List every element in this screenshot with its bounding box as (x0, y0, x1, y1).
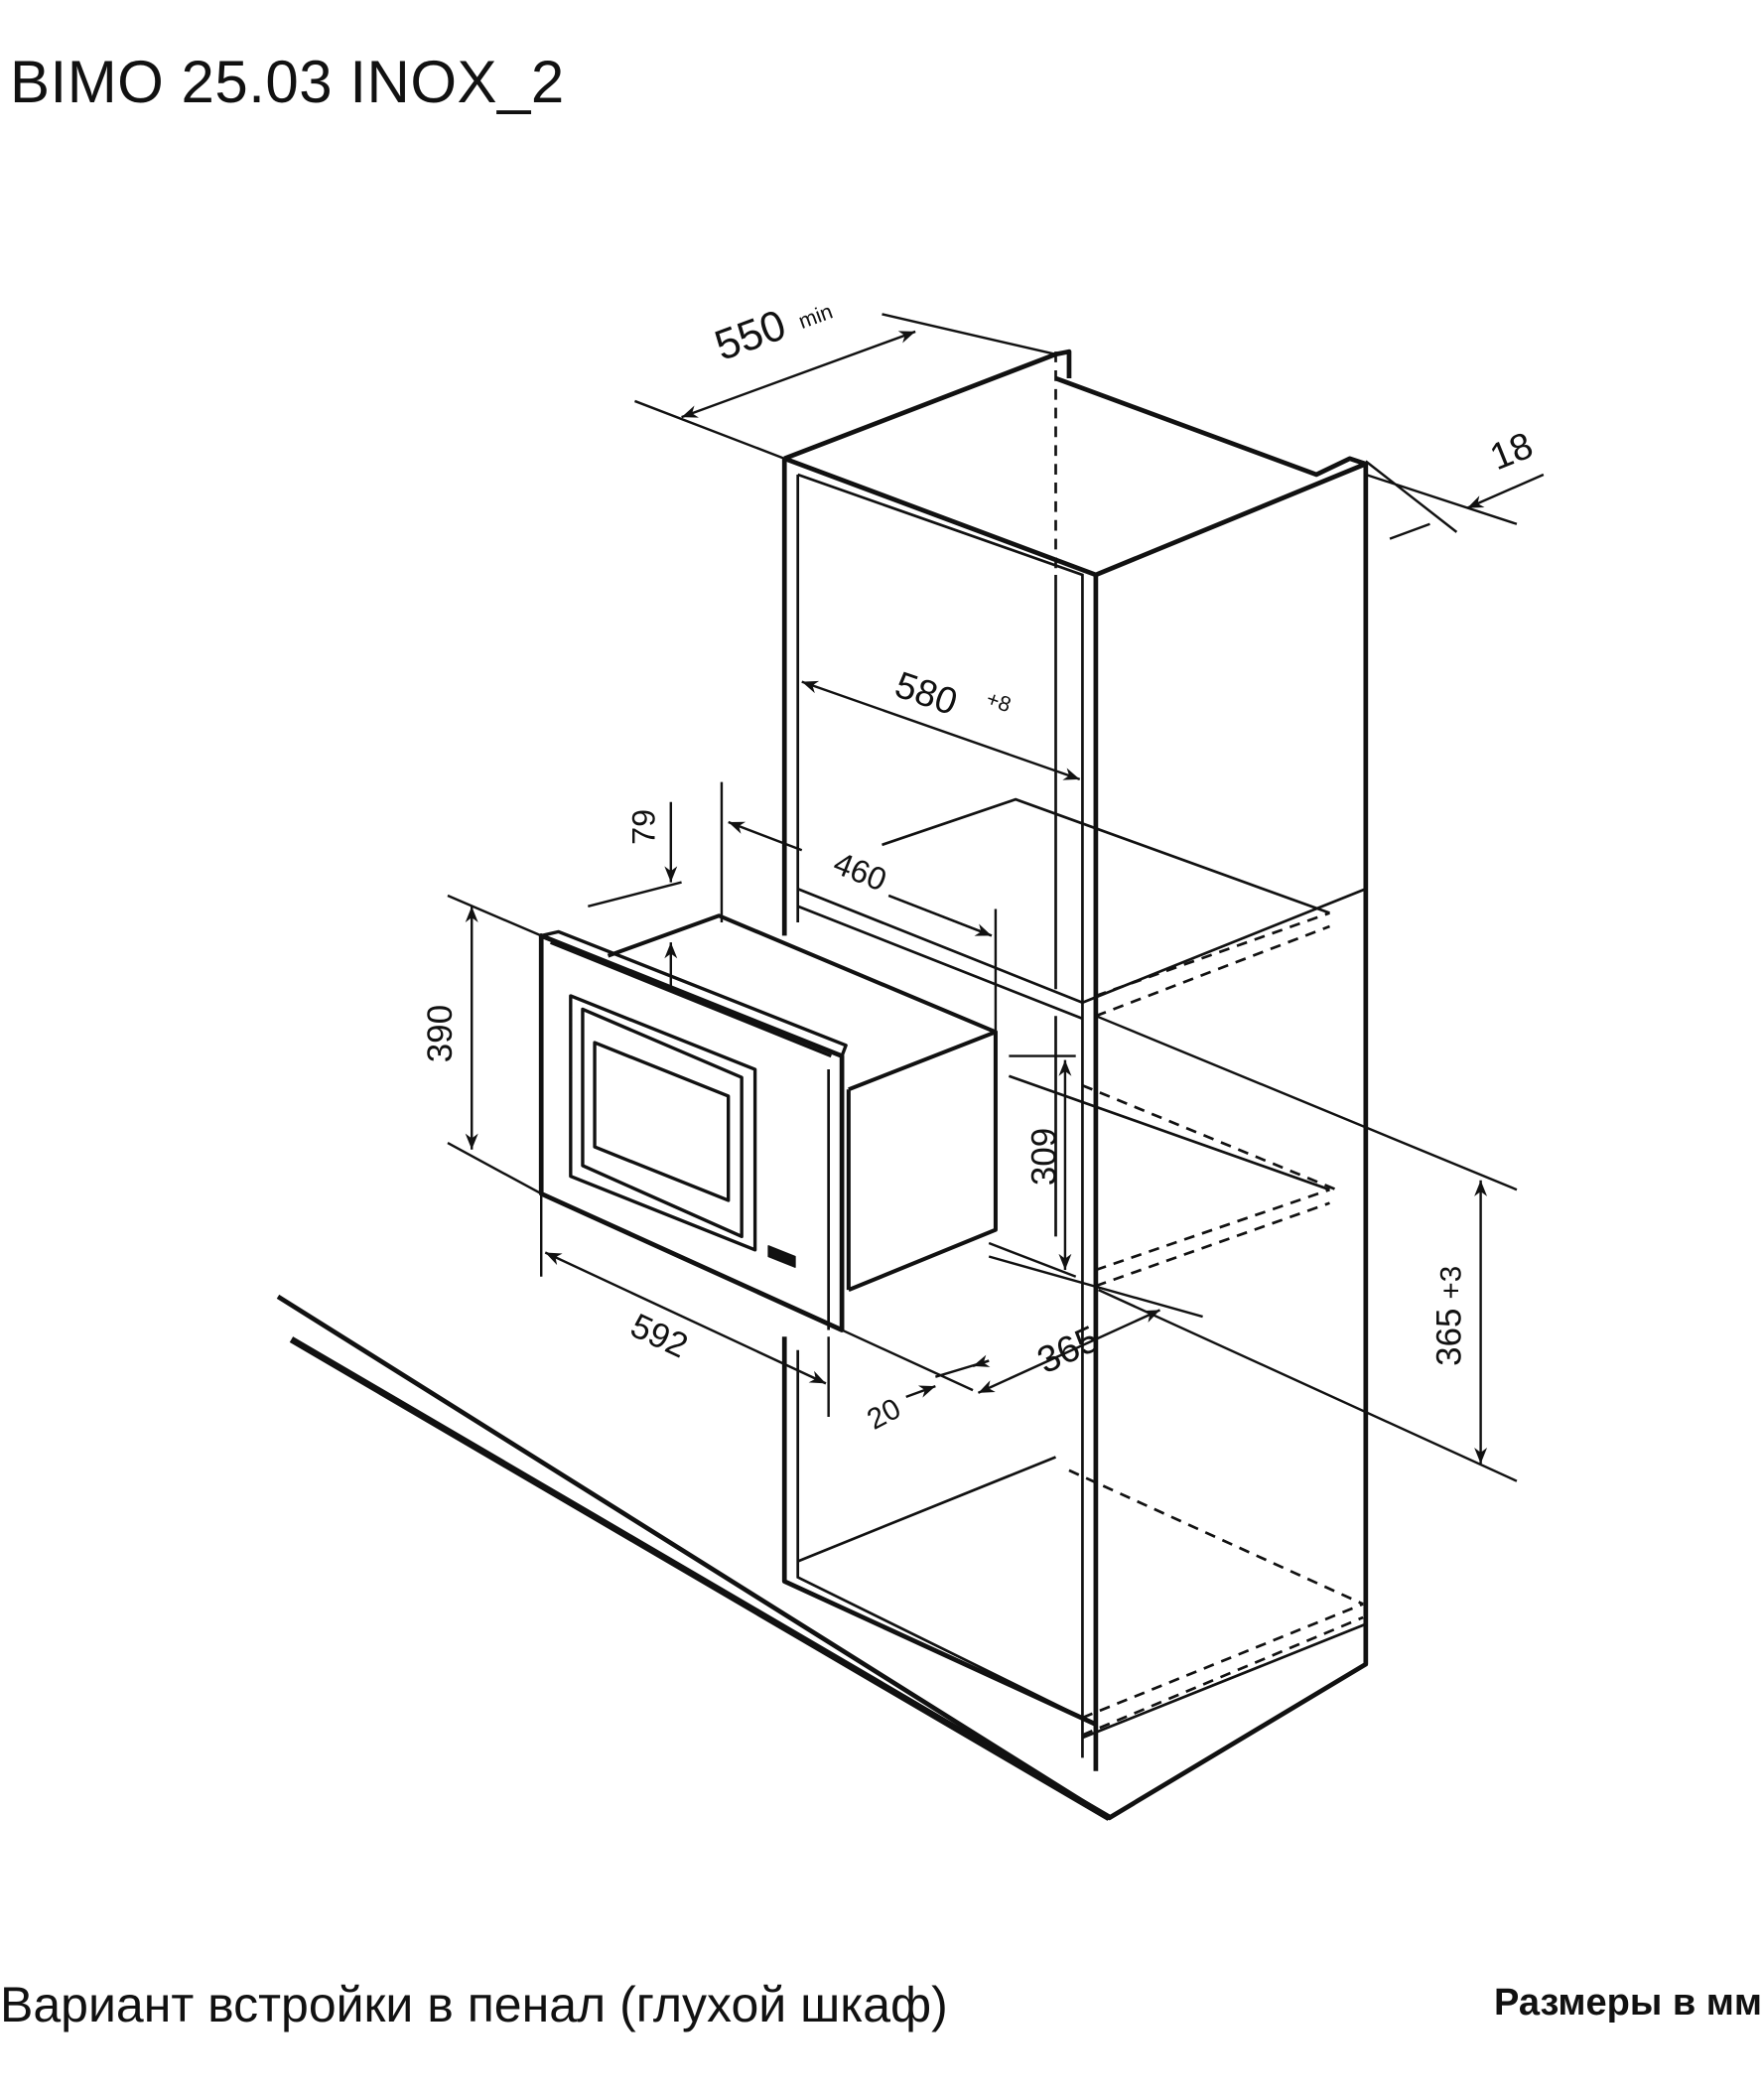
microwave (538, 913, 998, 1332)
dim-592: 592 (624, 1306, 693, 1365)
dimension-labels: 550 min 18 580 +8 79 460 390 309 592 20 … (421, 300, 1539, 1437)
dim-550-min: min (795, 300, 836, 334)
dim-79: 79 (626, 809, 662, 845)
dim-309: 309 (1025, 1128, 1064, 1186)
dim-365-niche: 365 (1429, 1308, 1468, 1365)
dimension-lines (447, 313, 1545, 1482)
dim-550: 550 (709, 301, 792, 370)
dim-460: 460 (829, 845, 891, 899)
cabinet (276, 349, 1369, 1821)
dim-365-tol: +3 (1434, 1266, 1467, 1300)
dim-580: 580 (890, 663, 963, 723)
units-note: Размеры в мм (1494, 1982, 1762, 2024)
dim-20: 20 (862, 1392, 906, 1437)
dim-390: 390 (421, 1005, 460, 1062)
installation-caption: Вариант встройки в пенал (глухой шкаф) (0, 1977, 948, 2032)
dim-18: 18 (1484, 424, 1539, 479)
page-title: BIMO 25.03 INOX_2 (10, 49, 565, 115)
dim-580-tol: +8 (984, 687, 1015, 718)
